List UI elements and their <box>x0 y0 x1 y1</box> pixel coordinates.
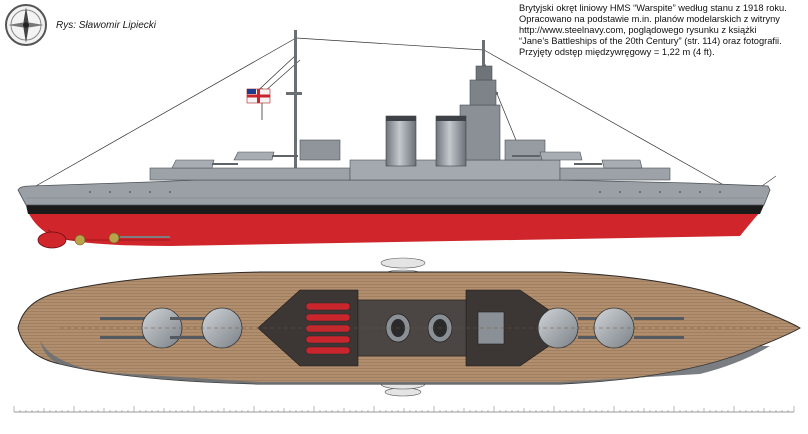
red-boats <box>305 302 351 355</box>
top-view <box>17 257 801 397</box>
portholes <box>89 191 721 193</box>
frame-scale-bar <box>13 406 795 413</box>
description-line: http://www.steelnavy.com, poglądowego ry… <box>519 25 757 35</box>
upper-hull <box>17 179 771 206</box>
funnels <box>385 115 467 167</box>
description-line: “Jane’s Battleships of the 20th Century”… <box>519 36 782 46</box>
description-line: Opracowano na podstawie m.in. planów mod… <box>519 14 780 24</box>
boot-topping <box>26 205 764 214</box>
author-credit: Rys: Sławomir Lipiecki <box>56 20 157 31</box>
lower-hull-red <box>28 212 760 246</box>
propellers <box>37 231 170 249</box>
bow-jackstaff: | <box>760 175 777 213</box>
svg-text:|: | <box>760 209 761 213</box>
side-profile: | <box>17 30 777 249</box>
ensign-flag-icon <box>246 88 271 120</box>
side-turrets <box>171 151 643 169</box>
compass-logo-icon <box>4 3 48 47</box>
description-line: Przyjęty odstęp międzywręgowy = 1,22 m (… <box>519 47 715 57</box>
description-block: Brytyjski okręt liniowy HMS “Warspite” w… <box>519 3 805 58</box>
description-line: Brytyjski okręt liniowy HMS “Warspite” w… <box>519 3 787 13</box>
